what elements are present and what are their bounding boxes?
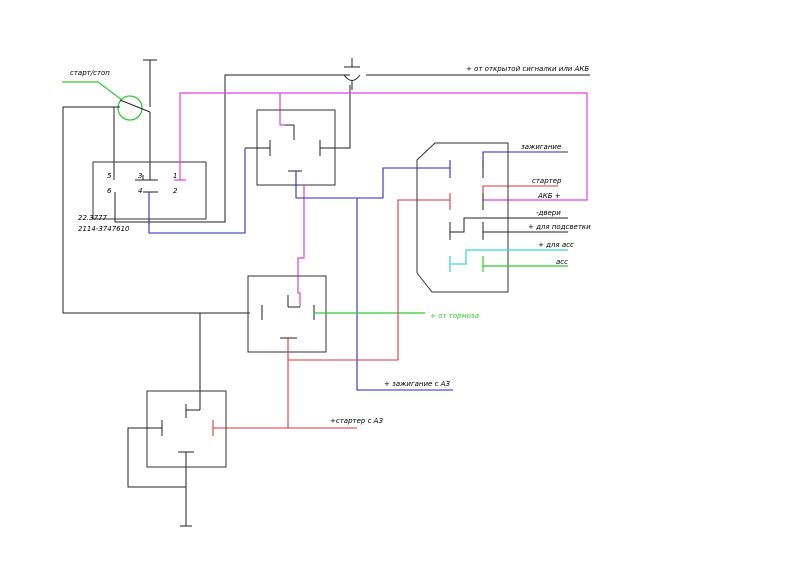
start-stop-button: [62, 81, 151, 121]
from-brake-label: + от тормоза: [430, 312, 479, 320]
red-wires: [212, 185, 558, 436]
relay-model-label-2: 2114-3747610: [78, 225, 130, 233]
for-acc-label: + для асс: [538, 241, 574, 249]
pin-5-label: 5: [107, 172, 112, 180]
junction-symbol: [343, 58, 361, 90]
acc-label: асс: [556, 258, 568, 266]
battery-plus-label: АКБ +: [537, 192, 561, 200]
start-stop-label: старт/стоп: [70, 69, 110, 77]
blue-wires: [148, 148, 568, 391]
starter-from-lock-label: +стартер с АЗ: [330, 417, 383, 425]
backlight-label: + для подсветки: [528, 223, 591, 231]
relay-3: [247, 275, 327, 353]
ignition-from-lock-label: + зажигание с АЗ: [384, 380, 450, 388]
relay-4: [127, 390, 227, 527]
doors-label: -двери: [536, 209, 561, 217]
magenta-wires: [174, 92, 588, 307]
relay-model-label-1: 22.3777: [78, 214, 107, 222]
ignition-label: зажигание: [521, 143, 561, 151]
acc-wires: [449, 249, 568, 272]
pin-2-label: 2: [173, 187, 178, 195]
ignition-switch-connector: [416, 142, 568, 293]
signal-or-battery-label: + от открытой сигналки или АКБ: [466, 65, 589, 73]
starter-label: стартер: [532, 177, 562, 185]
pin-1-label: 1: [173, 172, 177, 180]
top-ground-symbol: [143, 59, 157, 107]
pin-3-label: 3: [138, 172, 142, 180]
pin-4-label: 4: [138, 187, 142, 195]
black-wires: [62, 74, 590, 411]
pin-6-label: 6: [107, 187, 112, 195]
